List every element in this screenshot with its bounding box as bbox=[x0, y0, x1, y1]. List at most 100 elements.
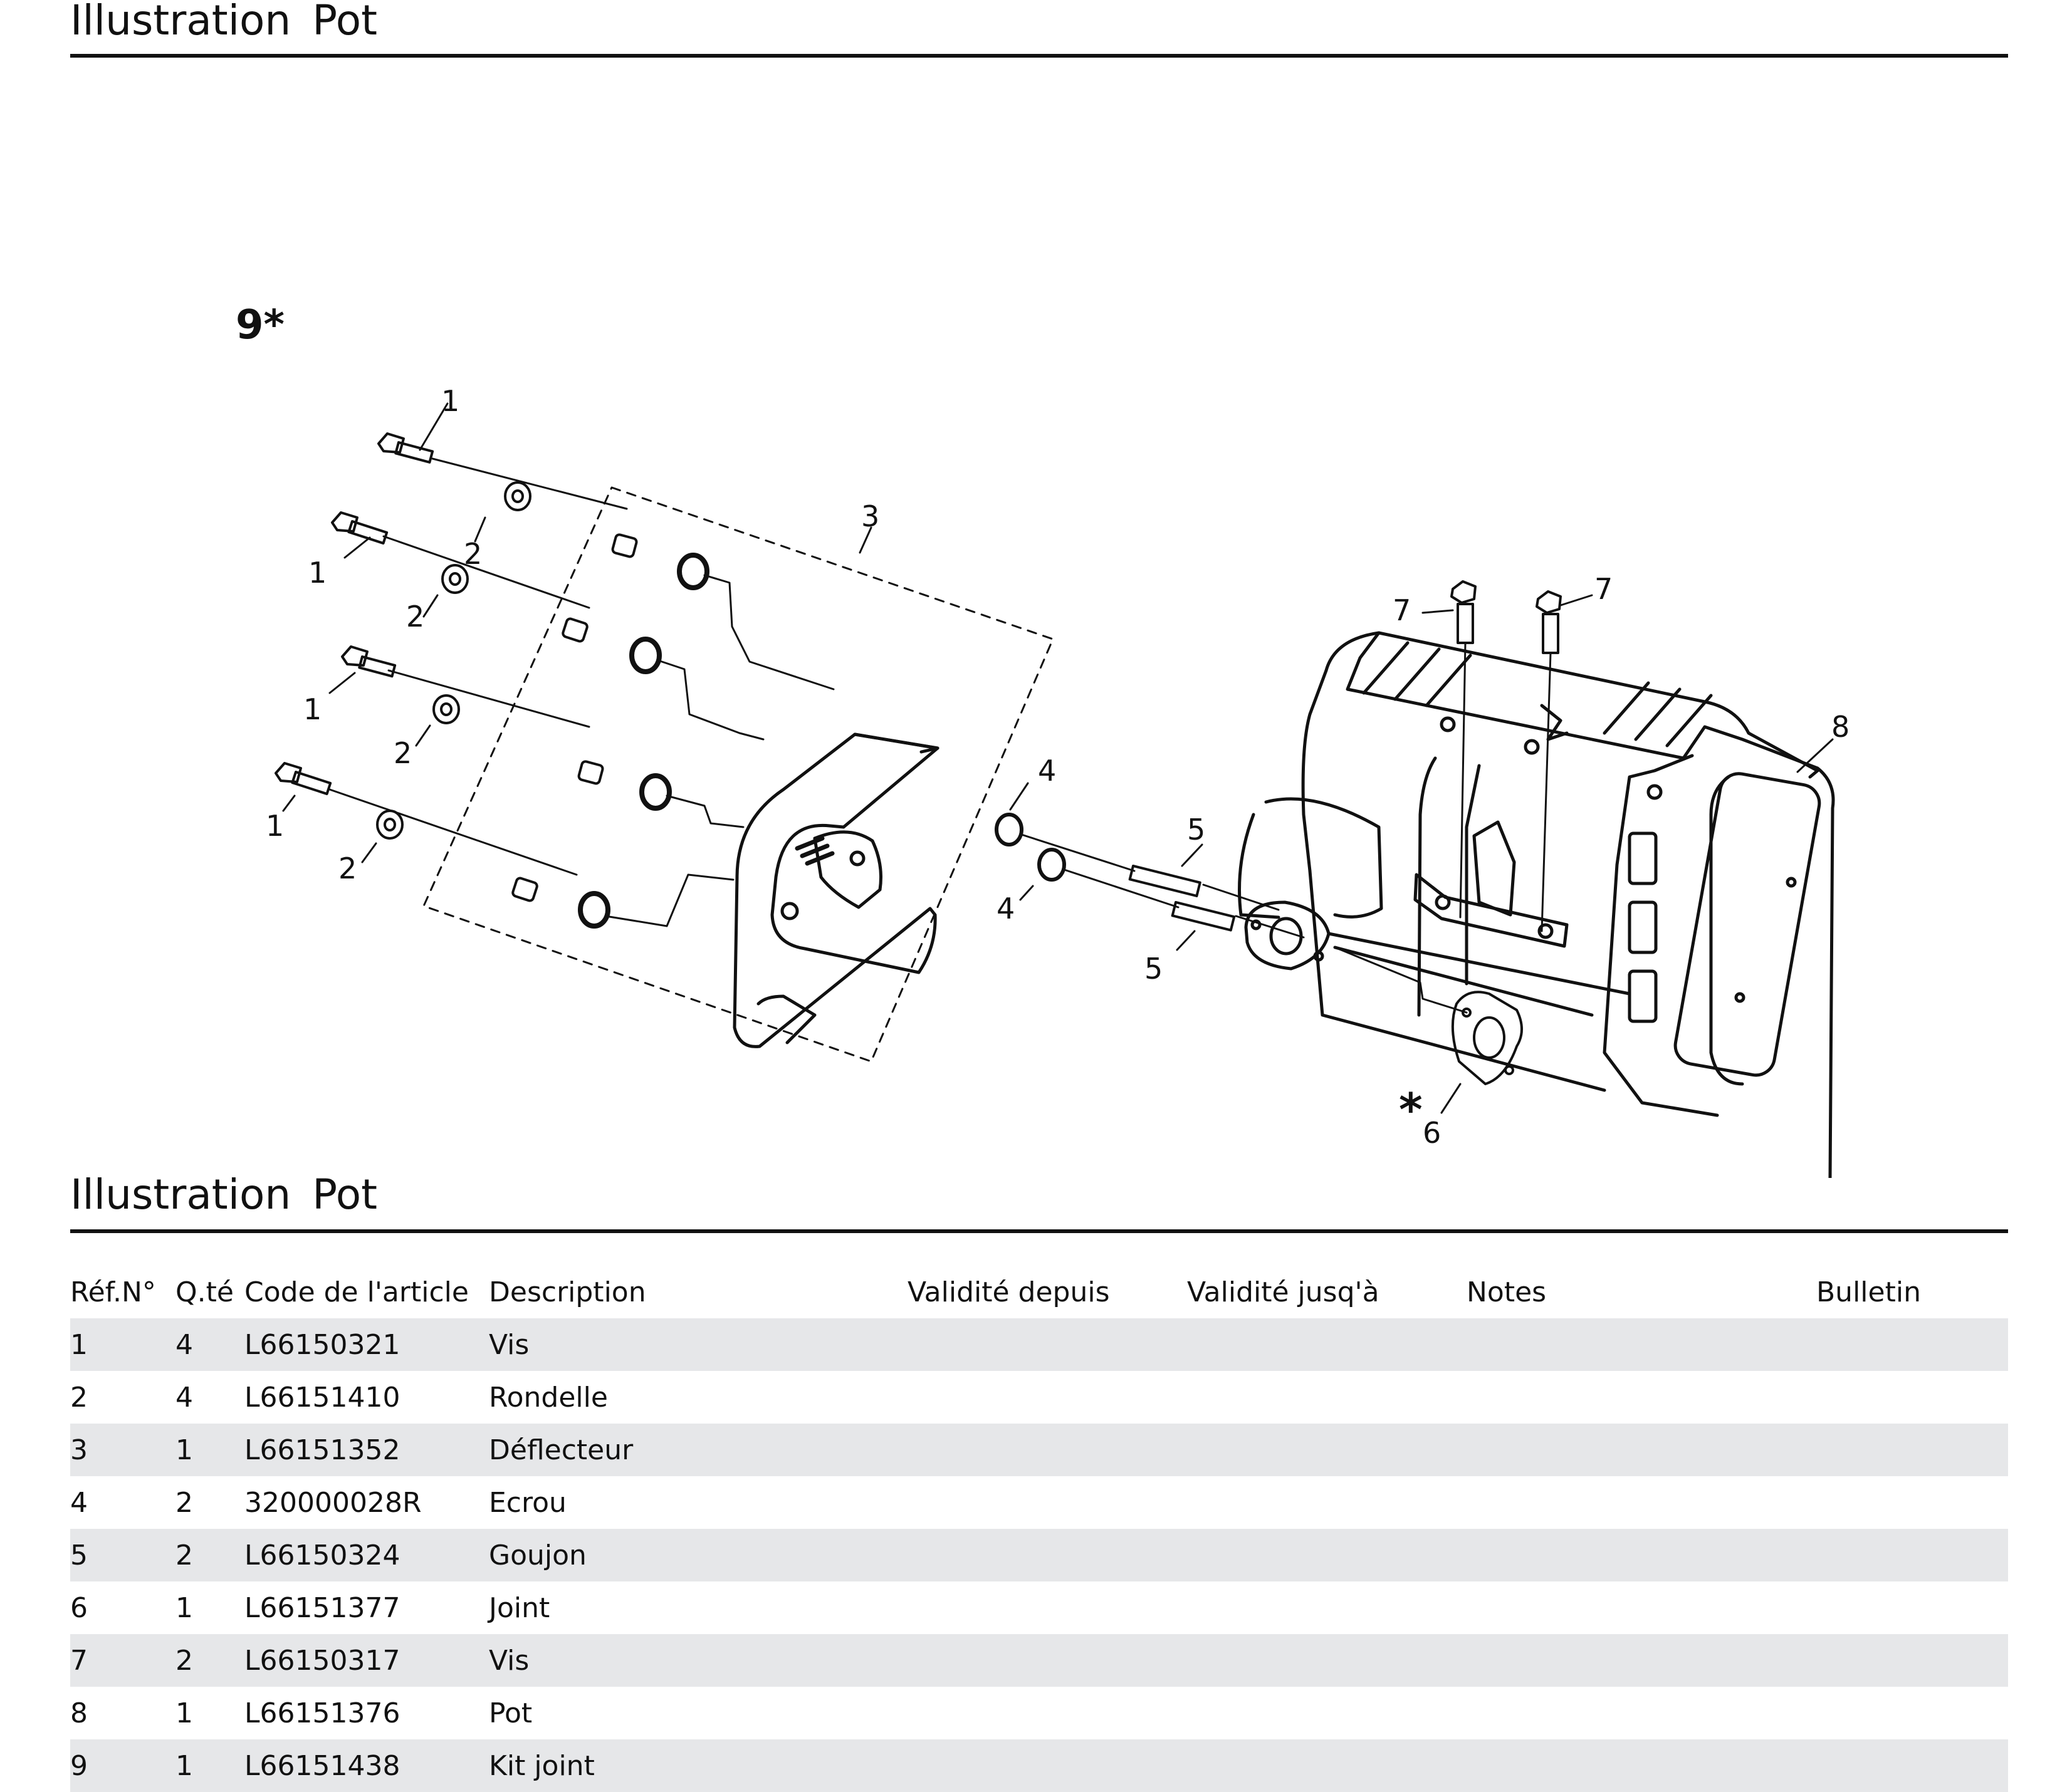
callout-5: 5 bbox=[1144, 952, 1163, 986]
cell-bulletin bbox=[1816, 1739, 2008, 1792]
callout-7: 7 bbox=[1594, 572, 1613, 606]
cell-qty: 1 bbox=[175, 1434, 193, 1466]
cell-valid-from bbox=[908, 1318, 1187, 1371]
callout-numbers: 1 1 1 1 2 2 2 2 3 4 4 5 5 6 7 7 8 * bbox=[266, 384, 1850, 1150]
cell-bulletin bbox=[1816, 1529, 2008, 1581]
cell-bulletin bbox=[1816, 1687, 2008, 1739]
table-row: 9 1 L66151438 Kit joint bbox=[70, 1739, 2008, 1792]
gasket bbox=[1334, 946, 1523, 1085]
deflector-group-outline bbox=[422, 486, 1054, 1063]
col-valid-to: Validité jusq'à bbox=[1187, 1276, 1379, 1308]
col-bulletin: Bulletin bbox=[1816, 1276, 1921, 1308]
cell-notes bbox=[1467, 1424, 1816, 1476]
cell-bulletin bbox=[1816, 1476, 2008, 1529]
cell-bulletin bbox=[1816, 1318, 2008, 1371]
table-header-row: Réf.N° Q.té Code de l'article Descriptio… bbox=[70, 1266, 2008, 1318]
callout-2: 2 bbox=[406, 600, 424, 633]
cell-ref: 3 bbox=[70, 1434, 88, 1466]
cell-valid-from bbox=[908, 1739, 1187, 1792]
deflector-shield bbox=[733, 732, 939, 1048]
col-valid-from: Validité depuis bbox=[908, 1276, 1110, 1308]
cell-bulletin bbox=[1816, 1371, 2008, 1424]
callout-8: 8 bbox=[1831, 710, 1850, 744]
cell-notes bbox=[1467, 1318, 1816, 1371]
title-name: Pot bbox=[312, 0, 377, 44]
col-ref: Réf.N° bbox=[70, 1276, 156, 1308]
cell-valid-to bbox=[1187, 1634, 1467, 1687]
cell-qty: 2 bbox=[175, 1539, 193, 1571]
cell-ref: 6 bbox=[70, 1591, 88, 1624]
fastener-row-4 bbox=[275, 762, 735, 929]
cell-qty: 1 bbox=[175, 1749, 193, 1782]
fastener-row-1 bbox=[377, 432, 835, 690]
callout-1: 1 bbox=[308, 556, 327, 590]
callout-6: 6 bbox=[1423, 1116, 1441, 1150]
table-row: 1 4 L66150321 Vis bbox=[70, 1318, 2008, 1371]
cell-bulletin bbox=[1816, 1424, 2008, 1476]
title-rule bbox=[70, 54, 2008, 58]
top-bolts bbox=[1450, 580, 1562, 932]
cell-valid-to bbox=[1187, 1371, 1467, 1424]
cell-valid-from bbox=[908, 1687, 1187, 1739]
table-row: 2 4 L66151410 Rondelle bbox=[70, 1371, 2008, 1424]
table-row: 6 1 L66151377 Joint bbox=[70, 1581, 2008, 1634]
table-title-rule bbox=[70, 1229, 2008, 1233]
cell-code: L66151410 bbox=[244, 1381, 400, 1414]
callout-2: 2 bbox=[464, 537, 482, 571]
cell-notes bbox=[1467, 1529, 1816, 1581]
cell-qty: 1 bbox=[175, 1591, 193, 1624]
cell-qty: 2 bbox=[175, 1644, 193, 1677]
cell-notes bbox=[1467, 1634, 1816, 1687]
table-row: 7 2 L66150317 Vis bbox=[70, 1634, 2008, 1687]
cell-valid-from bbox=[908, 1529, 1187, 1581]
title-name: Pot bbox=[312, 1170, 377, 1219]
col-qty: Q.té bbox=[175, 1276, 234, 1308]
fastener-row-2 bbox=[331, 511, 765, 741]
cell-notes bbox=[1467, 1687, 1816, 1739]
cell-valid-to bbox=[1187, 1739, 1467, 1792]
cell-notes bbox=[1467, 1476, 1816, 1529]
cell-notes bbox=[1467, 1581, 1816, 1634]
cell-description: Pot bbox=[489, 1697, 533, 1729]
cell-qty: 1 bbox=[175, 1697, 193, 1729]
parts-table: Réf.N° Q.té Code de l'article Descriptio… bbox=[70, 1266, 2008, 1792]
callout-leaders bbox=[282, 402, 1834, 1114]
cell-valid-to bbox=[1187, 1318, 1467, 1371]
cell-description: Goujon bbox=[489, 1539, 587, 1571]
page-title: Illustration Pot bbox=[70, 0, 377, 41]
callout-4: 4 bbox=[1038, 754, 1056, 788]
cell-ref: 1 bbox=[70, 1328, 88, 1361]
cell-bulletin bbox=[1816, 1634, 2008, 1687]
cell-code: L66151376 bbox=[244, 1697, 400, 1729]
cell-valid-to bbox=[1187, 1424, 1467, 1476]
cell-ref: 8 bbox=[70, 1697, 88, 1729]
diagram-drawing: 1 1 1 1 2 2 2 2 3 4 4 5 5 6 7 7 8 * bbox=[266, 384, 1850, 1180]
cell-ref: 4 bbox=[70, 1486, 88, 1519]
callout-1: 1 bbox=[303, 692, 322, 726]
title-word: Illustration bbox=[70, 0, 291, 44]
cell-qty: 4 bbox=[175, 1328, 193, 1361]
col-code: Code de l'article bbox=[244, 1276, 469, 1308]
nuts-and-studs bbox=[995, 813, 1305, 939]
kit-callout-label: 9* bbox=[236, 302, 285, 348]
cell-description: Kit joint bbox=[489, 1749, 595, 1782]
exploded-diagram: 9* bbox=[0, 125, 2072, 1180]
cell-description: Vis bbox=[489, 1644, 530, 1677]
callout-2: 2 bbox=[394, 736, 412, 770]
cell-valid-to bbox=[1187, 1687, 1467, 1739]
table-row: 4 2 320000028R Ecrou bbox=[70, 1476, 2008, 1529]
cell-qty: 2 bbox=[175, 1486, 193, 1519]
cell-description: Rondelle bbox=[489, 1381, 608, 1414]
cell-valid-from bbox=[908, 1476, 1187, 1529]
cell-bulletin bbox=[1816, 1581, 2008, 1634]
callout-4: 4 bbox=[997, 892, 1015, 925]
cell-ref: 9 bbox=[70, 1749, 88, 1782]
callout-1: 1 bbox=[441, 384, 459, 418]
cell-code: L66151377 bbox=[244, 1591, 400, 1624]
cell-valid-from bbox=[908, 1424, 1187, 1476]
callout-2: 2 bbox=[338, 852, 357, 885]
callout-5: 5 bbox=[1187, 813, 1205, 847]
cell-code: L66150321 bbox=[244, 1328, 400, 1361]
fastener-row-3 bbox=[341, 645, 745, 828]
